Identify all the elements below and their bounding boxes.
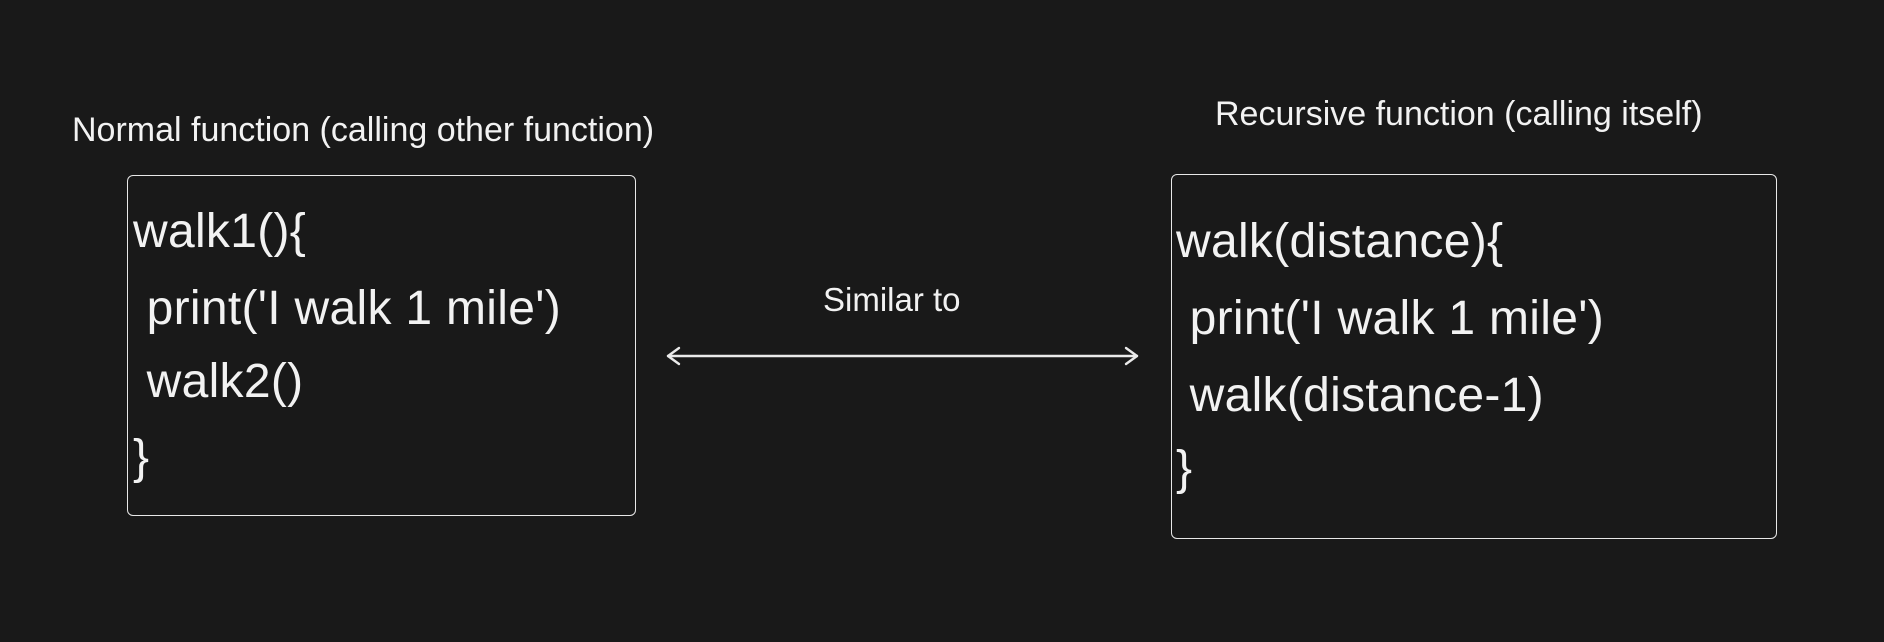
left-code-line-2: print('I walk 1 mile'): [133, 282, 561, 335]
right-code-line-2: print('I walk 1 mile'): [1176, 292, 1604, 345]
right-caption: Recursive function (calling itself): [1215, 95, 1703, 133]
left-code-line-1: walk1(){: [133, 205, 307, 258]
left-caption: Normal function (calling other function): [72, 111, 655, 149]
recursive-function-box: [1171, 174, 1777, 539]
arrow-left-head: [666, 346, 681, 366]
right-code-line-4: }: [1176, 442, 1193, 495]
right-code-line-1: walk(distance){: [1176, 215, 1504, 268]
left-code-line-3: walk2(): [133, 355, 304, 408]
connector-label: Similar to: [823, 281, 961, 318]
arrow-right-head: [1124, 346, 1139, 366]
right-code-line-3: walk(distance-1): [1176, 369, 1544, 422]
left-code-line-4: }: [133, 431, 150, 484]
normal-function-box: [127, 175, 636, 516]
